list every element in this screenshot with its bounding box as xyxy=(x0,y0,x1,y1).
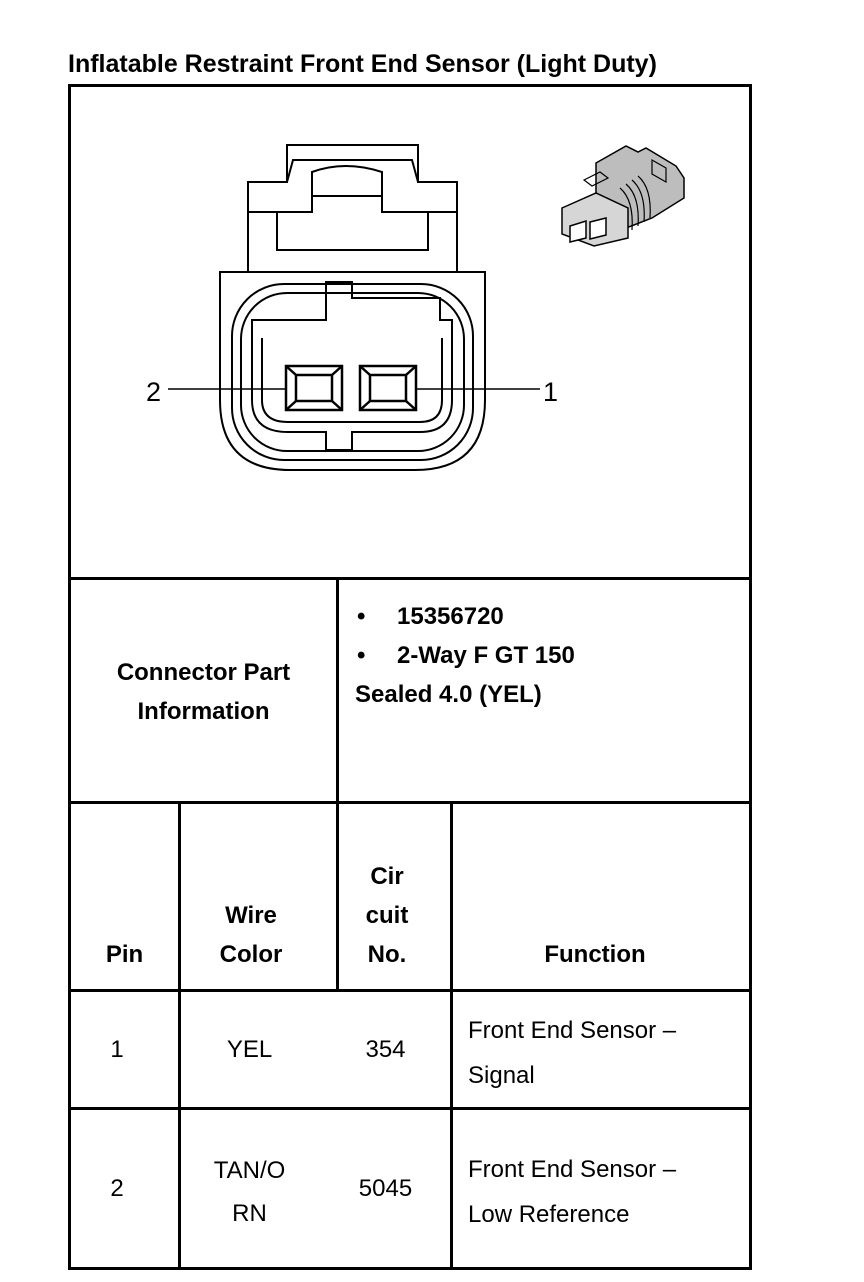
connector-illustration xyxy=(561,145,685,247)
header-circuit-no: Cir cuit No. xyxy=(365,863,409,968)
terminal-cavity-2 xyxy=(284,364,344,412)
description-item: • 2-Way F GT 150 xyxy=(355,636,575,675)
row-wire-color: YEL xyxy=(226,1036,273,1063)
column-divider xyxy=(336,577,339,991)
row-divider xyxy=(68,1107,752,1110)
header-divider xyxy=(68,989,752,992)
row-pin: 2 xyxy=(110,1175,124,1202)
page-title: Inflatable Restraint Front End Sensor (L… xyxy=(68,50,657,78)
column-divider xyxy=(178,801,181,1270)
pin-1-callout: 1 xyxy=(543,377,558,407)
part-number-item: • 15356720 xyxy=(355,597,575,636)
connector-info-label: Connector Part Information xyxy=(116,659,291,725)
row-function: Front End Sensor – Low Reference xyxy=(468,1156,677,1228)
row-pin: 1 xyxy=(110,1036,124,1063)
pin-2-callout: 2 xyxy=(146,377,161,407)
connector-info-values: • 15356720 • 2-Way F GT 150 Sealed 4.0 (… xyxy=(355,597,575,714)
connector-description: 2-Way F GT 150 xyxy=(397,642,575,669)
connector-face-diagram: 2 1 xyxy=(146,144,558,471)
row-function: Front End Sensor – Signal xyxy=(468,1017,677,1089)
connector-description-cont: Sealed 4.0 (YEL) xyxy=(355,681,542,708)
section-divider xyxy=(68,801,752,804)
part-number: 15356720 xyxy=(397,603,504,630)
column-divider xyxy=(450,801,453,1270)
connector-table-frame xyxy=(68,84,752,1270)
terminal-cavity-1 xyxy=(358,364,418,412)
header-function: Function xyxy=(544,941,646,968)
section-divider xyxy=(68,577,752,580)
row-circuit: 5045 xyxy=(358,1175,413,1202)
row-wire-color: TAN/O RN xyxy=(213,1157,286,1227)
header-wire-color: Wire Color xyxy=(219,902,283,968)
header-pin: Pin xyxy=(105,941,144,968)
row-circuit: 354 xyxy=(365,1036,406,1063)
